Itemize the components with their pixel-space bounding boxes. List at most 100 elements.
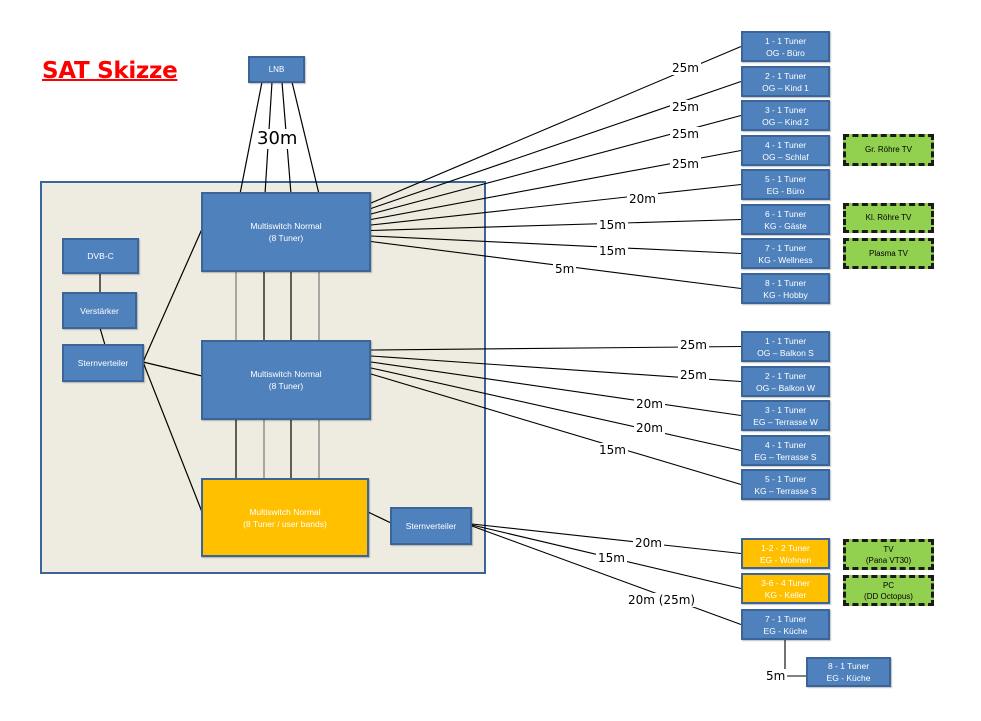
multiswitch-1-sublabel: (8 Tuner): [268, 233, 304, 243]
receiver-tuner: 2 - 1 Tuner: [764, 370, 807, 381]
receiver-tuner: 3 - 1 Tuner: [764, 404, 807, 415]
cable-length: 5m: [553, 262, 577, 276]
tv-label: Gr. Röhre TV: [865, 145, 912, 154]
cable-group2-5: [370, 373, 742, 486]
lnb-cable: [239, 81, 263, 195]
receiver-room: EG – Terrasse S: [754, 451, 817, 462]
receiver-room: EG - Küche: [763, 625, 808, 636]
multiswitch-1: Multiswitch Normal (8 Tuner): [201, 192, 371, 272]
pc-model: (DD Octopus): [864, 591, 913, 601]
receiver-tuner: 7 - 1 Tuner: [764, 242, 807, 253]
amplifier-label: Verstärker: [80, 305, 119, 316]
cable-length: 15m: [597, 244, 628, 258]
cable-length: 15m: [597, 443, 628, 457]
lnb-label: LNB: [268, 64, 285, 74]
splitter-right-label: Sternverteiler: [405, 521, 457, 531]
tv-plasma: Plasma TV: [843, 238, 934, 269]
multiswitch-2: Multiswitch Normal (8 Tuner): [201, 340, 371, 420]
multiswitch-3: Multiswitch Normal (8 Tuner / user bands…: [201, 478, 369, 557]
pc-octopus: PC (DD Octopus): [843, 575, 934, 606]
receiver-room: OG – Kind 1: [762, 82, 809, 93]
cable-group1-7: [370, 235, 742, 255]
cable: [142, 228, 203, 363]
cable-length: 15m: [597, 218, 628, 232]
receiver-room: KG - Hobby: [763, 289, 808, 300]
cable: [142, 361, 203, 513]
pc-label: PC: [882, 580, 895, 590]
cable-group1-6: [370, 218, 742, 232]
receiver-tuner: 1 - 1 Tuner: [764, 35, 807, 46]
page-title: SAT Skizze: [42, 58, 178, 84]
splitter-left-label: Sternverteiler: [77, 358, 129, 368]
cable: [367, 511, 392, 524]
cable-group3-3: [471, 525, 742, 626]
cable-group1-5: [370, 183, 742, 226]
receiver-tuner: 8 - 1 Tuner: [764, 277, 807, 288]
lnb-box: LNB: [248, 56, 305, 83]
receiver-room: OG – Kind 2: [762, 116, 809, 127]
cable-length: 20m: [633, 536, 664, 550]
receiver-tuner: 1 - 1 Tuner: [764, 335, 807, 346]
tv-gr-roehre: Gr. Röhre TV: [843, 134, 934, 166]
receiver-tuner: 5 - 1 Tuner: [764, 173, 807, 184]
receiver-room: EG - Wohnen: [759, 554, 812, 565]
receiver-room: EG – Terrasse W: [753, 416, 818, 427]
tv-model: (Pana VT30): [865, 555, 912, 565]
receiver-tuner: 6 - 1 Tuner: [764, 208, 807, 219]
receiver-tuner: 7 - 1 Tuner: [764, 613, 807, 624]
receiver-tuner: 5 - 1 Tuner: [764, 473, 807, 484]
tv-kl-roehre: Kl. Röhre TV: [843, 203, 934, 233]
receiver-tuner: 8 - 1 Tuner: [827, 661, 870, 671]
receiver-room: OG - Büro: [766, 47, 805, 58]
tv-pana: TV (Pana VT30): [843, 539, 934, 570]
receiver-tuner: 3-6 - 4 Tuner: [761, 577, 810, 588]
cable-length: 25m: [678, 338, 709, 352]
cable-length: 25m: [670, 61, 701, 75]
cable: [142, 361, 203, 377]
cable-length: 20m: [634, 421, 665, 435]
cable-length: 20m: [627, 192, 658, 206]
cable-length: 20m (25m): [626, 593, 698, 607]
cable-group2-3: [370, 361, 742, 417]
cable-length: 25m: [670, 127, 701, 141]
multiswitch-2-sublabel: (8 Tuner): [268, 381, 304, 391]
cable: [784, 638, 807, 677]
receiver-tuner: 1-2 - 2 Tuner: [761, 542, 810, 553]
cable-length: 25m: [670, 100, 701, 114]
tv-label: Kl. Röhre TV: [865, 213, 912, 222]
receiver-room: OG – Balkon W: [755, 382, 816, 393]
multiswitch-3-sublabel: (8 Tuner / user bands): [243, 518, 327, 529]
cable-length: 5m: [764, 669, 788, 683]
dvbc-label: DVB-C: [87, 251, 114, 261]
lnb-cable: [291, 81, 320, 195]
receiver-kueche-8: 8 - 1 Tuner EG - Küche: [806, 657, 891, 687]
receiver-tuner: 4 - 1 Tuner: [764, 139, 807, 150]
receiver-room: KG - Gäste: [764, 220, 807, 231]
receiver-room: EG - Büro: [766, 185, 805, 196]
receiver-room: OG – Balkon S: [757, 347, 814, 358]
receiver-room: KG - Wellness: [758, 254, 813, 265]
dvbc-box: DVB-C: [62, 238, 139, 274]
multiswitch-1-label: Multiswitch Normal: [250, 221, 322, 231]
receiver-tuner: 2 - 1 Tuner: [764, 70, 807, 81]
receiver-room: KG - Keller: [764, 589, 807, 600]
cable-length: 25m: [670, 157, 701, 171]
splitter-right-box: Sternverteiler: [390, 507, 472, 545]
receiver-room: EG - Küche: [826, 673, 871, 683]
amplifier-box: Verstärker: [62, 292, 137, 329]
